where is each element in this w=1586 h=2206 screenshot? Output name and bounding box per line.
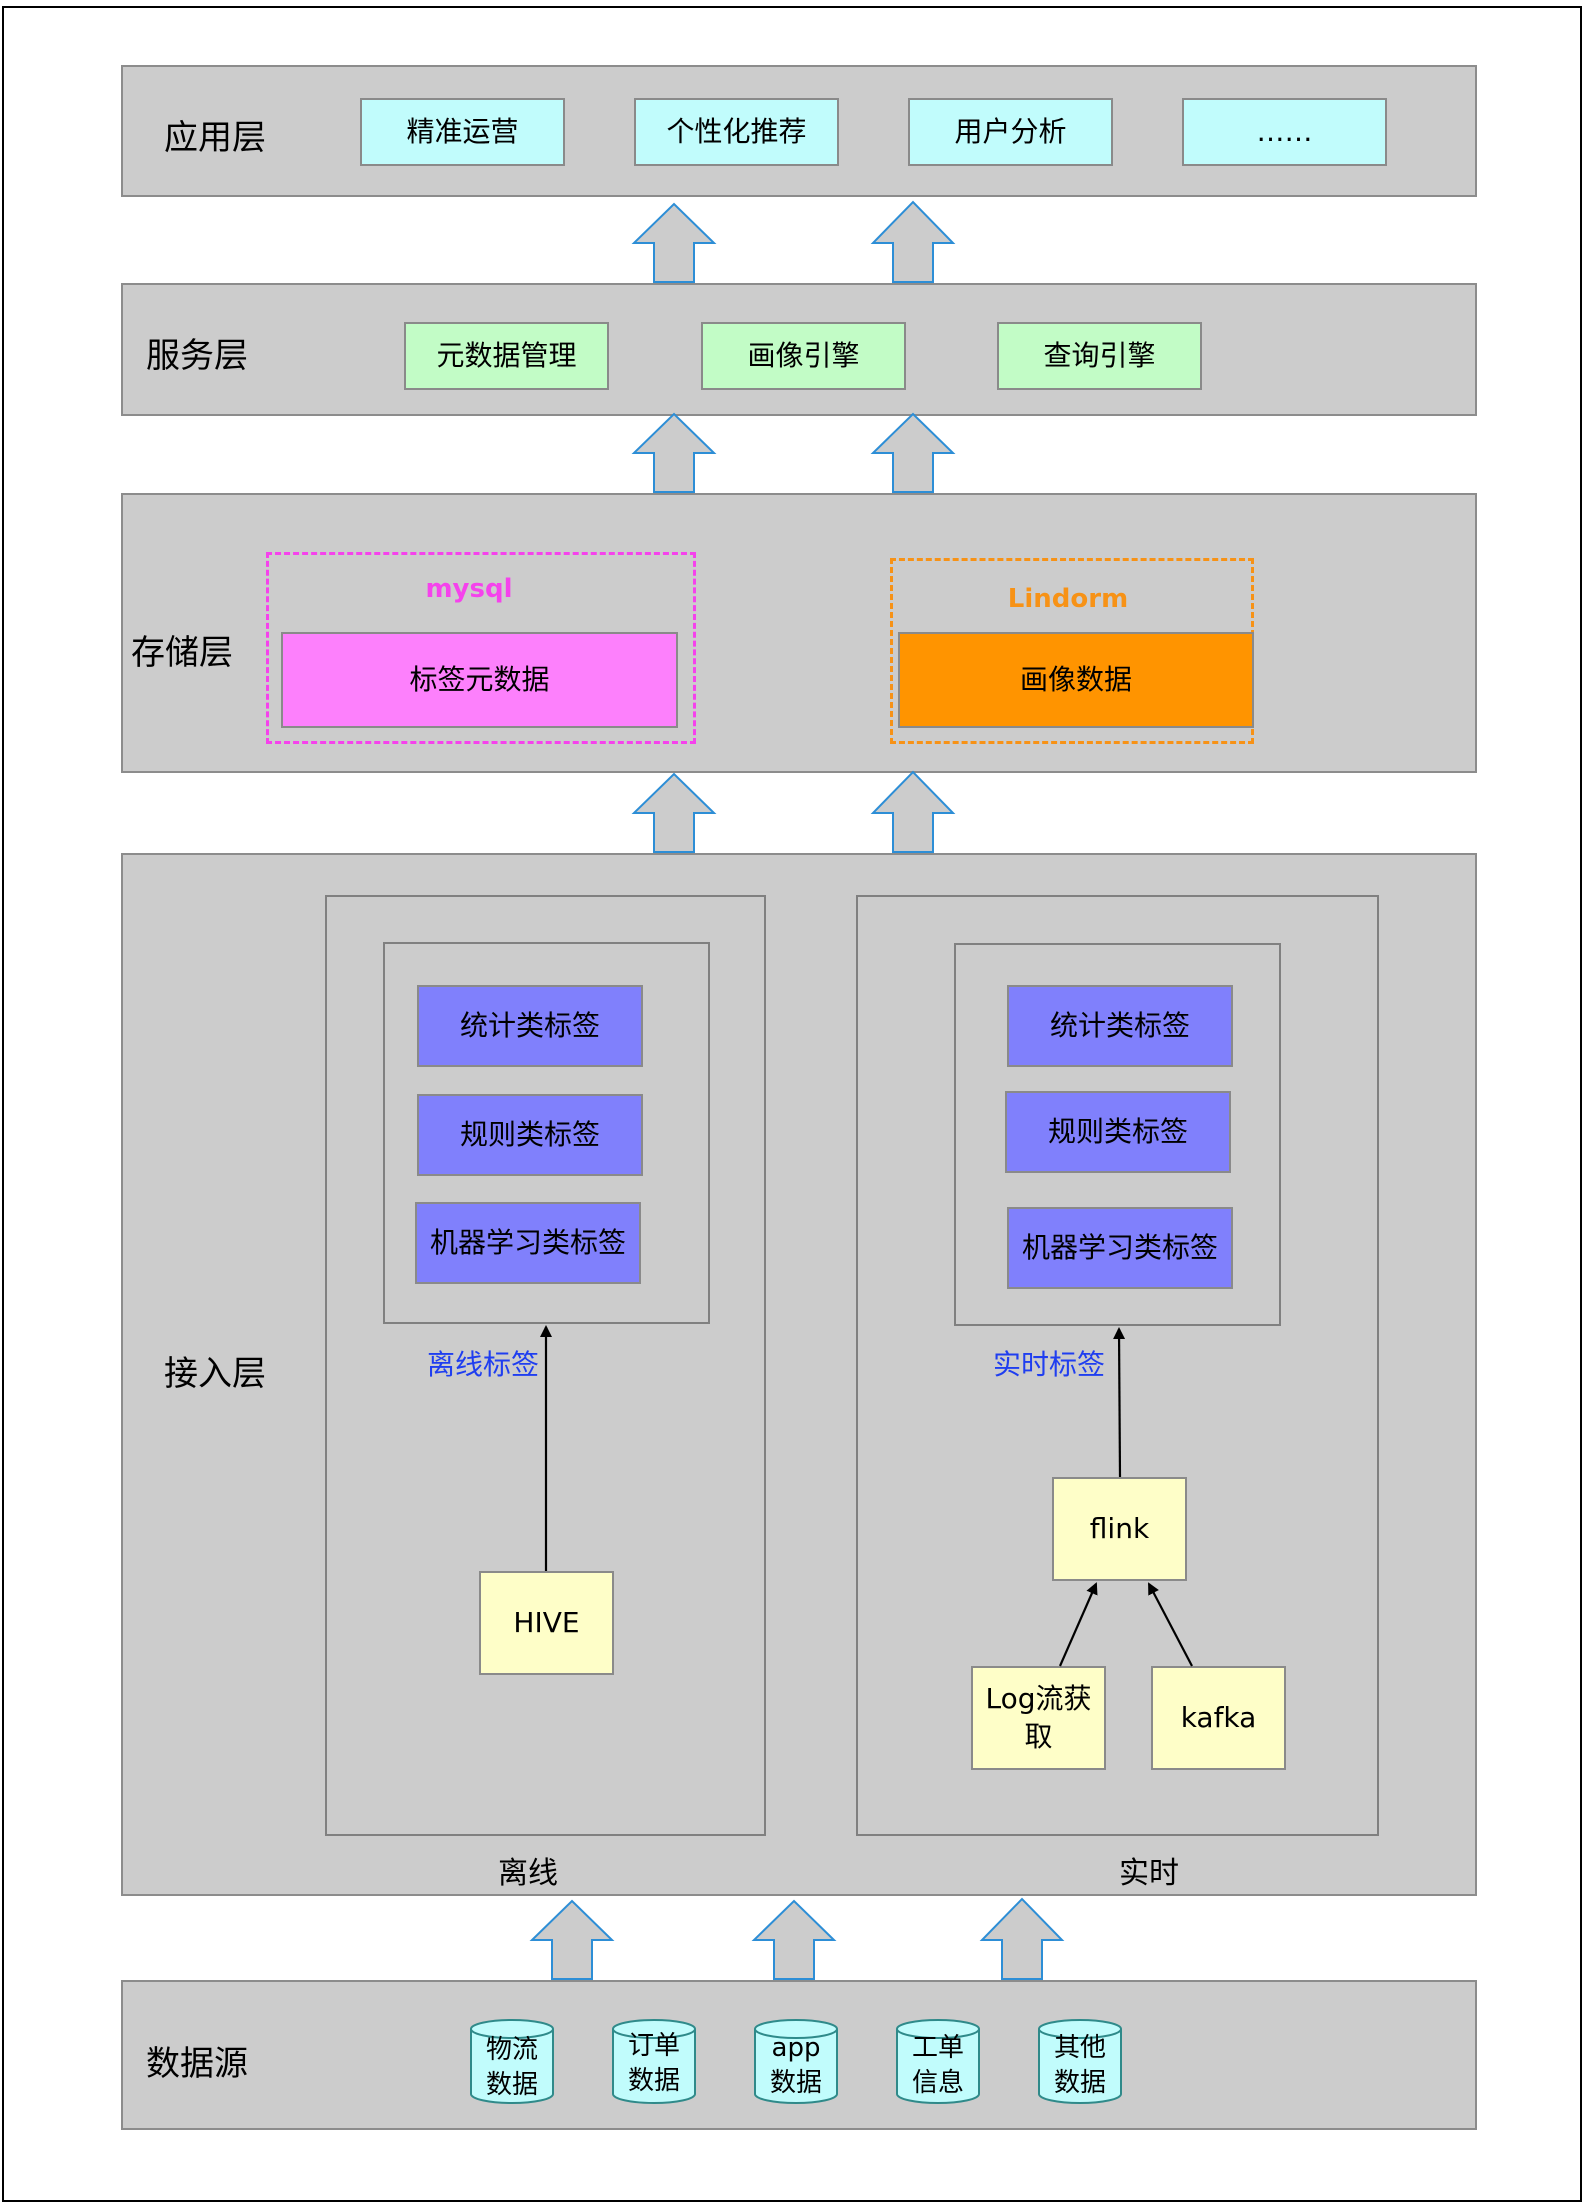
- hive-box: HIVE: [479, 1571, 614, 1675]
- kafka-box: kafka: [1151, 1666, 1286, 1770]
- up-arrow-storage-to-service-2: [870, 412, 956, 493]
- realtime-rule-tag: 规则类标签: [1005, 1091, 1231, 1173]
- db-cylinder-other: [1038, 2019, 1122, 2104]
- app-item-more: ……: [1182, 98, 1387, 166]
- up-arrow-service-to-app-2: [870, 200, 956, 283]
- profile-data-box: 画像数据: [898, 632, 1254, 728]
- up-arrow-access-to-storage-1: [631, 772, 717, 853]
- tag-metadata-box: 标签元数据: [281, 632, 678, 728]
- db-cylinder-logistics: [470, 2019, 554, 2104]
- log-to-flink-arrow: [1058, 1582, 1098, 1667]
- app-item-user-analysis: 用户分析: [908, 98, 1113, 166]
- offline-stat-tag: 统计类标签: [417, 985, 643, 1067]
- offline-ml-tag: 机器学习类标签: [415, 1202, 641, 1284]
- up-arrow-source-to-access-1: [529, 1899, 615, 1980]
- datasource-layer-label: 数据源: [146, 2044, 248, 2084]
- realtime-edge-label: 实时标签: [993, 1348, 1106, 1381]
- up-arrow-source-to-access-3: [979, 1897, 1065, 1980]
- app-item-personalized-recommend: 个性化推荐: [634, 98, 839, 166]
- flink-box: flink: [1052, 1477, 1187, 1581]
- lindorm-title: Lindorm: [1007, 584, 1129, 614]
- up-arrow-storage-to-service-1: [631, 412, 717, 493]
- service-layer-label: 服务层: [146, 336, 248, 376]
- kafka-to-flink-arrow: [1148, 1582, 1193, 1667]
- mysql-group: [266, 552, 696, 744]
- service-item-metadata-mgmt: 元数据管理: [404, 322, 609, 390]
- log-stream-box: Log流获 取: [971, 1666, 1106, 1770]
- mysql-title: mysql: [425, 574, 513, 604]
- db-cylinder-tickets: [896, 2019, 980, 2104]
- datasource-app: app 数据: [769, 2032, 822, 2098]
- offline-edge-label: 离线标签: [427, 1348, 540, 1381]
- db-cylinder-orders: [612, 2019, 696, 2104]
- realtime-stat-tag: 统计类标签: [1007, 985, 1233, 1067]
- flink-to-realtime-tags-arrow: [1113, 1327, 1126, 1478]
- db-cylinder-app: [754, 2019, 838, 2104]
- up-arrow-source-to-access-2: [751, 1899, 837, 1980]
- service-item-query-engine: 查询引擎: [997, 322, 1202, 390]
- offline-rule-tag: 规则类标签: [417, 1094, 643, 1176]
- realtime-label: 实时: [1119, 1856, 1179, 1891]
- datasource-tickets: 工单 信息: [911, 2032, 964, 2098]
- datasource-other: 其他 数据: [1053, 2032, 1106, 2098]
- up-arrow-service-to-app-1: [631, 202, 717, 283]
- access-layer-label: 接入层: [164, 1354, 266, 1394]
- application-layer-label: 应用层: [164, 118, 266, 158]
- realtime-ml-tag: 机器学习类标签: [1007, 1207, 1233, 1289]
- offline-label: 离线: [498, 1856, 558, 1891]
- service-item-profile-engine: 画像引擎: [701, 322, 906, 390]
- storage-layer-label: 存储层: [131, 633, 233, 673]
- datasource-logistics: 物流 数据: [485, 2034, 538, 2100]
- datasource-orders: 订单 数据: [627, 2030, 680, 2096]
- up-arrow-access-to-storage-2: [870, 770, 956, 853]
- app-item-precision-ops: 精准运营: [360, 98, 565, 166]
